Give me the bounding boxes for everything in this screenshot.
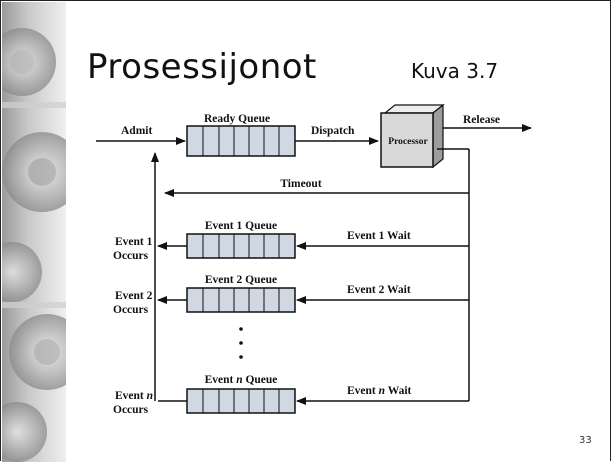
event-n-wait-label: Event n Wait bbox=[347, 385, 412, 397]
event-2-occurs-label-2: Occurs bbox=[113, 304, 149, 316]
event-2-wait-label: Event 2 Wait bbox=[347, 284, 411, 296]
ellipsis-dots bbox=[239, 327, 243, 359]
event-n-queue-label: Event n Queue bbox=[205, 374, 278, 386]
event-1-queue bbox=[186, 233, 296, 259]
dispatch-label: Dispatch bbox=[311, 125, 355, 137]
processor-label: Processor bbox=[388, 137, 428, 147]
ready-queue-label: Ready Queue bbox=[204, 113, 270, 125]
timeout-label: Timeout bbox=[280, 178, 321, 190]
figure-reference: Kuva 3.7 bbox=[411, 59, 499, 83]
event-2-occurs-label: Event 2 bbox=[115, 290, 153, 302]
event-1-queue-label: Event 1 Queue bbox=[205, 220, 277, 232]
event-2-queue-label: Event 2 Queue bbox=[205, 274, 277, 286]
event-1-wait-label: Event 1 Wait bbox=[347, 230, 411, 242]
release-label: Release bbox=[463, 114, 500, 126]
processor-box bbox=[380, 103, 445, 169]
event-1-occurs-label: Event 1 bbox=[115, 236, 153, 248]
event-2-queue bbox=[186, 287, 296, 313]
ready-queue bbox=[186, 125, 296, 157]
event-n-occurs-label: Event n bbox=[115, 390, 153, 402]
event-n-occurs-label-2: Occurs bbox=[113, 404, 149, 416]
page-number: 33 bbox=[579, 435, 592, 446]
gear-decoration-art bbox=[2, 28, 66, 462]
event-n-queue bbox=[186, 388, 296, 414]
admit-label: Admit bbox=[121, 125, 152, 137]
event-1-occurs-label-2: Occurs bbox=[113, 250, 149, 262]
gear-decoration bbox=[2, 2, 66, 462]
slide-title: Prosessijonot bbox=[87, 47, 317, 87]
